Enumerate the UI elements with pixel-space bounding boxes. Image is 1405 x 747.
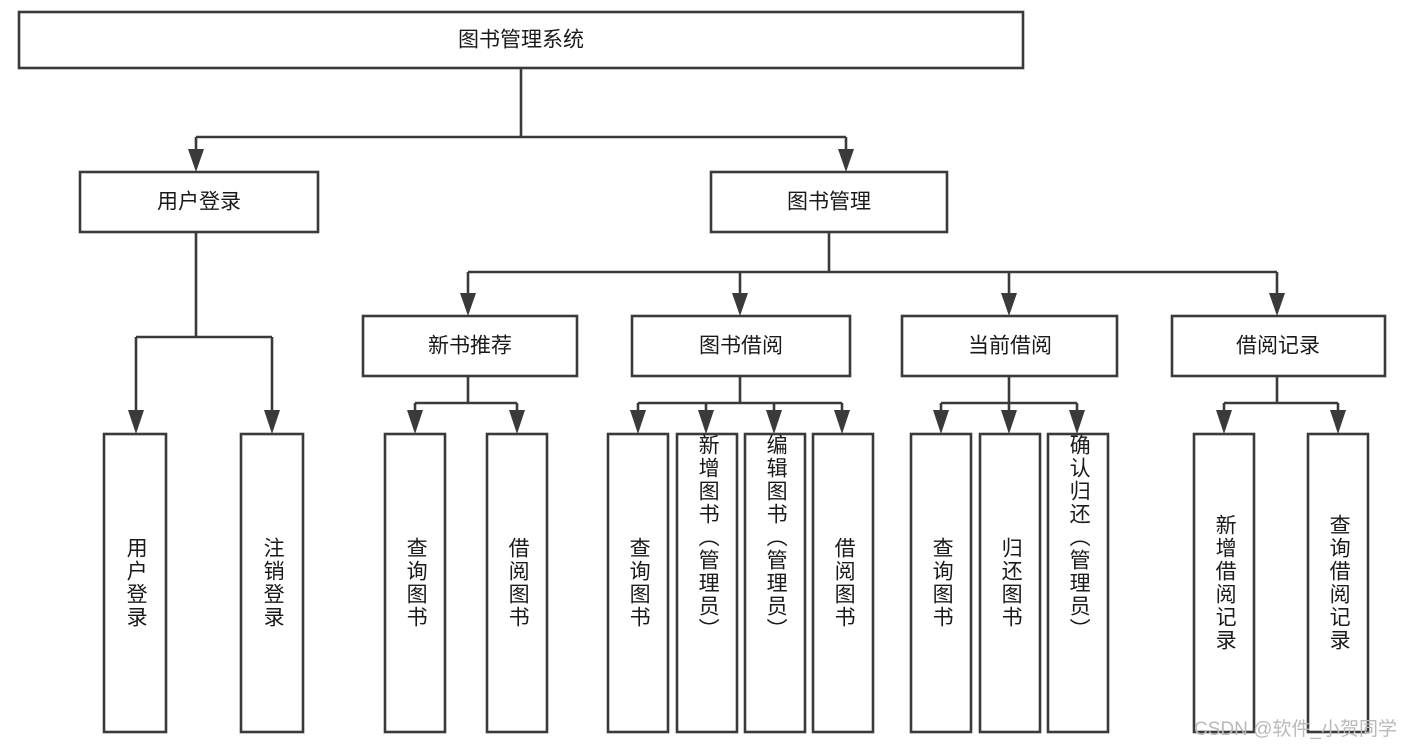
arrow-head-leaf-query-book-2 xyxy=(630,410,646,434)
node-root[interactable]: 图书管理系统 xyxy=(17,10,1025,70)
arrow-head-leaf-borrow-book-2 xyxy=(834,410,850,434)
node-book-manage[interactable]: 图书管理 xyxy=(709,170,949,234)
leaf-box-edit-book[interactable] xyxy=(743,432,807,734)
arrow-head-leaf-add-record xyxy=(1216,410,1232,434)
node-user-login-box[interactable] xyxy=(78,170,320,234)
leaf-box-confirm-return[interactable] xyxy=(1046,432,1110,734)
leaf-box-query-book-3[interactable] xyxy=(909,432,973,734)
node-root-box[interactable] xyxy=(17,10,1025,70)
node-user-login-label: 用户登录 xyxy=(157,191,241,214)
leaf-box-query-book-2[interactable] xyxy=(606,432,670,734)
node-new-book-recommend[interactable]: 新书推荐 xyxy=(361,314,579,378)
arrow-head-borrow-record xyxy=(1269,293,1285,316)
connector-group xyxy=(128,68,1346,434)
node-user-login[interactable]: 用户登录 xyxy=(78,170,320,234)
node-new-book-recommend-box[interactable] xyxy=(361,314,579,378)
leaf-box-add-record[interactable] xyxy=(1192,432,1256,734)
node-book-borrow[interactable]: 图书借阅 xyxy=(630,314,852,378)
node-new-book-recommend-label: 新书推荐 xyxy=(428,335,512,358)
arrow-head-leaf-query-record xyxy=(1330,410,1346,434)
arrow-head-leaf-user-login xyxy=(128,410,144,434)
leaf-box-logout[interactable] xyxy=(239,432,305,734)
arrow-head-leaf-query-book-3 xyxy=(933,410,949,434)
arrow-head-leaf-return-book xyxy=(1001,410,1017,434)
node-current-borrow-box[interactable] xyxy=(900,314,1119,378)
arrow-head-leaf-confirm-return xyxy=(1069,410,1085,434)
leaf-box-borrow-book-2[interactable] xyxy=(811,432,875,734)
node-book-borrow-box[interactable] xyxy=(630,314,852,378)
node-borrow-record[interactable]: 借阅记录 xyxy=(1170,314,1387,378)
arrow-head-book-manage xyxy=(838,149,854,172)
arrow-head-leaf-query-book-1 xyxy=(407,410,423,434)
leaf-box-borrow-book-1[interactable] xyxy=(485,432,549,734)
leaf-box-user-login[interactable] xyxy=(102,432,168,734)
node-book-manage-box[interactable] xyxy=(709,170,949,234)
leaf-box-query-record[interactable] xyxy=(1306,432,1370,734)
leaf-box-query-book-1[interactable] xyxy=(383,432,447,734)
node-book-borrow-label: 图书借阅 xyxy=(699,335,783,358)
arrow-head-leaf-borrow-book-1 xyxy=(509,410,525,434)
node-borrow-record-box[interactable] xyxy=(1170,314,1387,378)
node-root-label: 图书管理系统 xyxy=(458,29,584,52)
node-current-borrow-label: 当前借阅 xyxy=(968,335,1052,358)
node-borrow-record-label: 借阅记录 xyxy=(1236,335,1320,358)
node-current-borrow[interactable]: 当前借阅 xyxy=(900,314,1119,378)
arrow-head-new-book-recommend xyxy=(460,293,476,316)
arrow-head-leaf-edit-book xyxy=(766,410,782,434)
leaf-box-group xyxy=(102,432,1370,734)
arrow-head-leaf-logout xyxy=(264,410,280,434)
leaf-box-return-book[interactable] xyxy=(978,432,1042,734)
node-book-manage-label: 图书管理 xyxy=(787,191,871,214)
arrow-head-book-borrow xyxy=(732,293,748,316)
arrow-head-user-login xyxy=(188,149,204,172)
leaf-box-add-book[interactable] xyxy=(675,432,739,734)
arrow-head-current-borrow xyxy=(1001,293,1017,316)
watermark-text: CSDN @软件_小贺同学 xyxy=(1194,719,1397,740)
arrow-head-leaf-add-book xyxy=(698,410,714,434)
